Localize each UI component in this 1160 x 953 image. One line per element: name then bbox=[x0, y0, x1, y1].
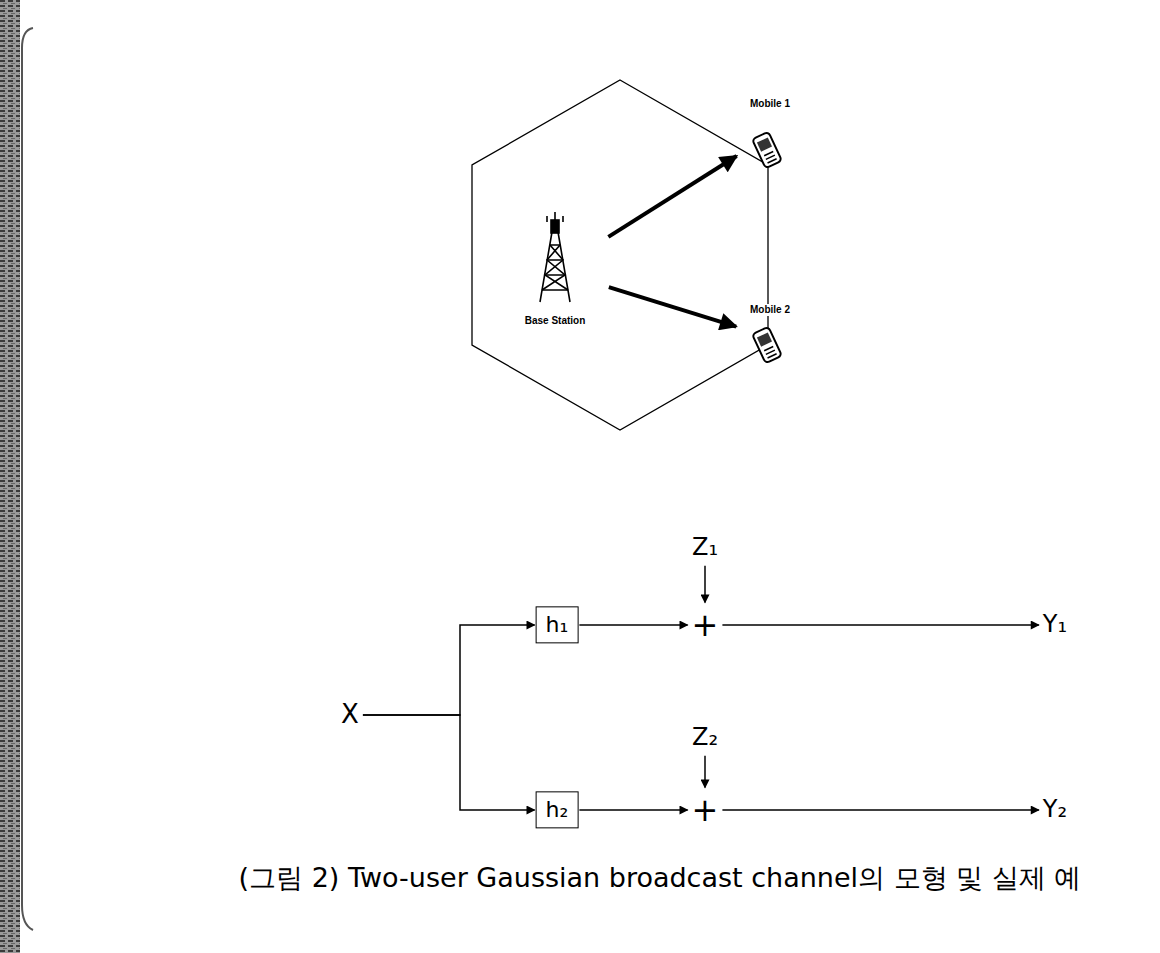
phone-symbol bbox=[752, 132, 782, 169]
mobile-station: Mobile 1 bbox=[740, 98, 800, 172]
summing-junction: + bbox=[692, 607, 719, 644]
signal-arrow bbox=[363, 715, 535, 810]
signal-arrow bbox=[608, 156, 736, 237]
noise-label: Z₁ bbox=[692, 534, 718, 562]
signal-label: X bbox=[341, 700, 359, 730]
signal-label: Z₁ bbox=[692, 534, 718, 562]
signal-arrow bbox=[722, 624, 1038, 626]
signal-arrow bbox=[722, 809, 1038, 811]
station-label: Base Station bbox=[523, 315, 588, 327]
signal-label: Y₂ bbox=[1043, 796, 1067, 824]
figure-caption: (그림 2) Two-user Gaussian broadcast chann… bbox=[170, 858, 1150, 897]
signal-label: + bbox=[692, 607, 719, 644]
signal-label: Z₂ bbox=[692, 724, 718, 752]
signal-arrow bbox=[579, 624, 687, 626]
signal-label: Y₁ bbox=[1043, 611, 1067, 639]
station-label: Mobile 1 bbox=[748, 98, 792, 110]
signal-arrow bbox=[363, 625, 535, 715]
phone-symbol bbox=[752, 327, 782, 364]
output-signal: Y₁ bbox=[1043, 611, 1067, 639]
scan-edge-strip bbox=[0, 0, 20, 953]
output-signal: Y₂ bbox=[1043, 796, 1067, 824]
signal-arrow bbox=[704, 566, 706, 603]
tower-symbol bbox=[540, 212, 570, 302]
cell-hexagon bbox=[472, 80, 768, 430]
signal-label: + bbox=[692, 792, 719, 829]
signal-label: h₂ bbox=[546, 797, 569, 822]
mobile-station: Mobile 2 bbox=[740, 304, 800, 370]
input-signal: X bbox=[341, 700, 359, 730]
channel-gain-box: h₂ bbox=[536, 791, 579, 828]
signal-arrow bbox=[704, 756, 706, 788]
signal-arrow bbox=[609, 287, 736, 326]
signal-label: h₁ bbox=[546, 612, 569, 637]
summing-junction: + bbox=[692, 792, 719, 829]
station-label: Mobile 2 bbox=[748, 304, 792, 316]
noise-label: Z₂ bbox=[692, 724, 718, 752]
bracket bbox=[22, 28, 33, 930]
channel-gain-box: h₁ bbox=[536, 606, 579, 643]
base-station: Base Station bbox=[505, 215, 605, 326]
signal-arrow bbox=[579, 809, 687, 811]
